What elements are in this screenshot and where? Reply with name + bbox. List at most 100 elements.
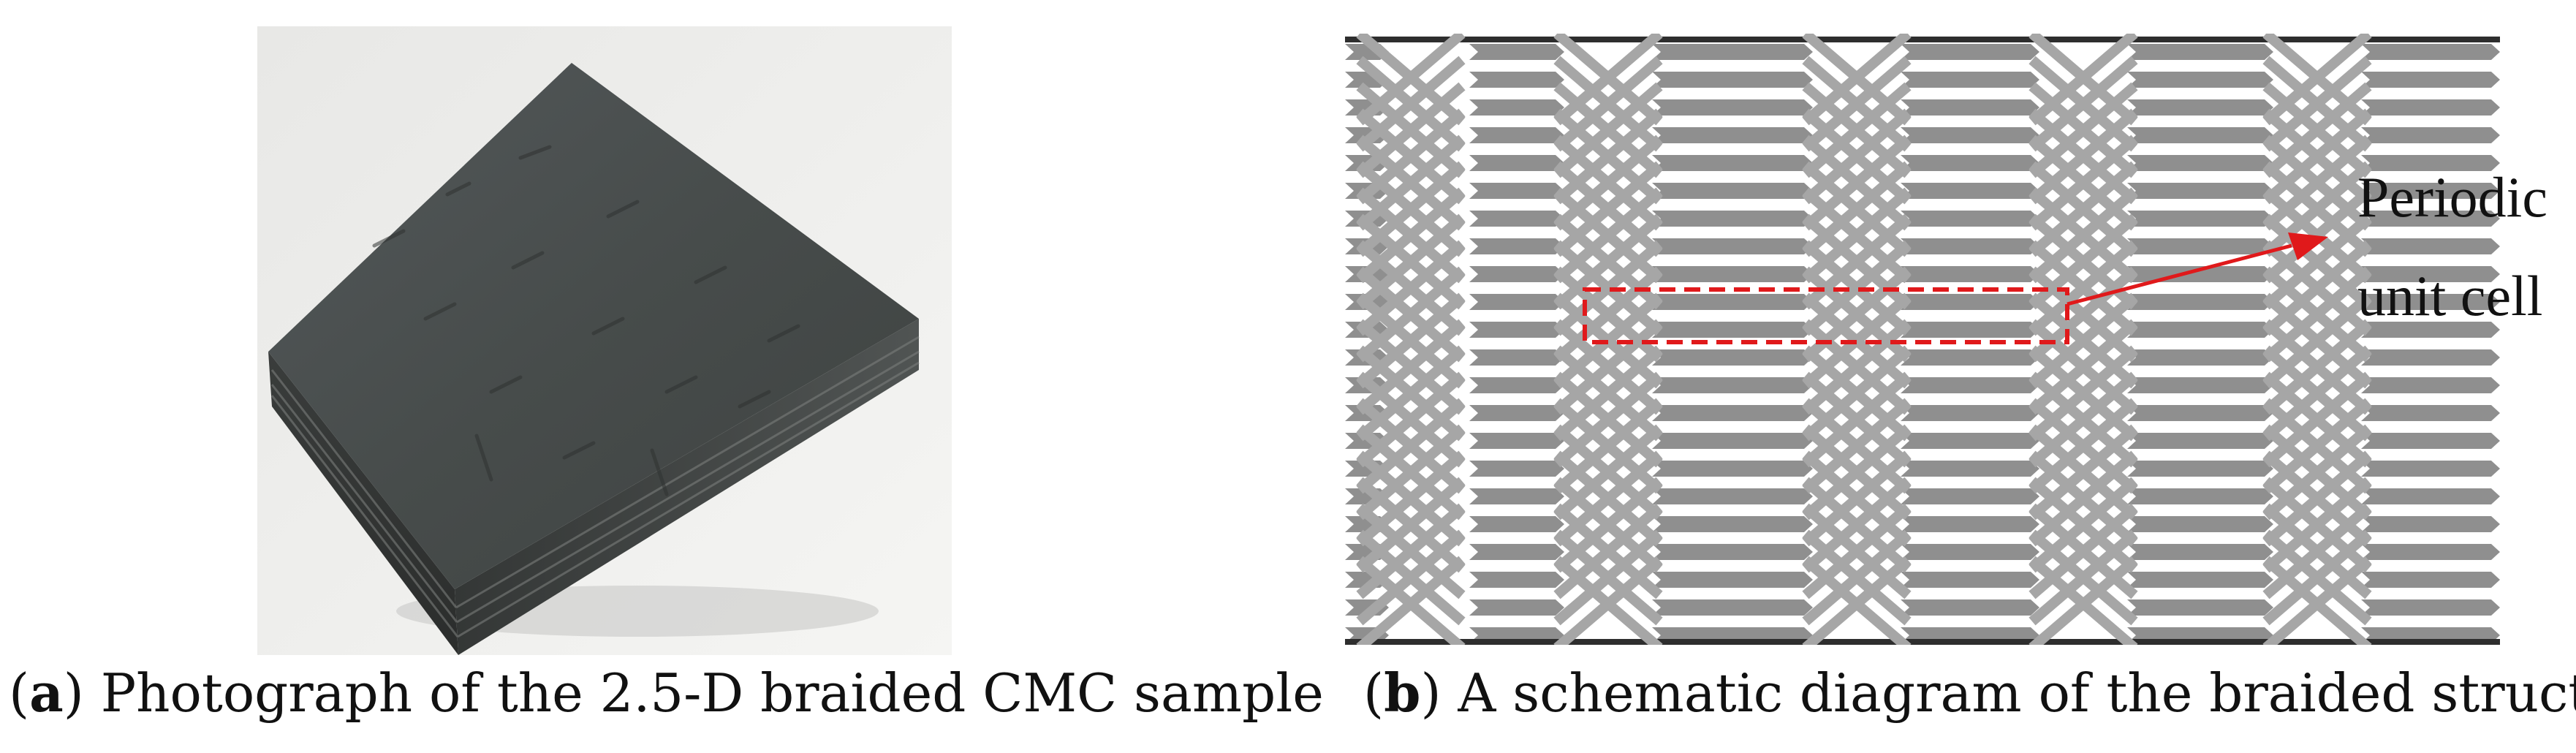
warp-yarn xyxy=(2262,529,2372,626)
weft-segment xyxy=(2127,516,2273,532)
braid-diagram xyxy=(1345,34,2500,645)
panel-a: (a) Photograph of the 2.5-D braided CMC … xyxy=(0,0,1324,753)
annotation-unit-cell: unit cell xyxy=(2357,264,2543,328)
weft-segment xyxy=(2361,294,2500,310)
caption-a-letter: a xyxy=(29,662,64,724)
warp-yarn xyxy=(1553,529,1663,626)
weft-segment xyxy=(2361,377,2500,393)
weft-segment xyxy=(2361,155,2500,171)
weft-segment xyxy=(1901,211,2039,227)
weft-segment xyxy=(1652,433,1813,449)
weft-segment xyxy=(2127,294,2273,310)
weft-segment xyxy=(1469,211,1564,227)
weft-segment xyxy=(2361,322,2500,338)
weft-segment xyxy=(1901,44,2039,60)
weft-segment xyxy=(1652,516,1813,532)
periodic-unit-cell-box xyxy=(1583,287,2069,344)
weft-segment xyxy=(1652,294,1813,310)
weft-segment xyxy=(2361,433,2500,449)
weft-segment xyxy=(1901,238,2039,254)
weft-segment xyxy=(1469,44,1564,60)
weft-segment xyxy=(1652,572,1813,588)
warp-yarn xyxy=(1356,529,1466,626)
weft-segment xyxy=(1469,349,1564,366)
warp-yarn xyxy=(2028,556,2138,645)
weft-segment xyxy=(1469,461,1564,477)
weft-segment xyxy=(1469,127,1564,143)
weft-segment xyxy=(2361,405,2500,421)
weft-segment xyxy=(2361,127,2500,143)
weft-segment xyxy=(1652,127,1813,143)
weft-segment xyxy=(2361,349,2500,366)
weft-segment xyxy=(1652,155,1813,171)
weft-segment xyxy=(2361,211,2500,227)
weft-segment xyxy=(2127,377,2273,393)
panel-b: Periodic unit cell (b) A schematic diagr… xyxy=(1287,0,2576,753)
weft-segment xyxy=(2361,488,2500,504)
weft-segment xyxy=(2361,238,2500,254)
weft-segment xyxy=(1469,433,1564,449)
weft-segment xyxy=(2127,127,2273,143)
caption-a-text: Photograph of the 2.5-D braided CMC samp… xyxy=(100,662,1324,724)
weft-segment xyxy=(2127,155,2273,171)
weft-segment xyxy=(1469,183,1564,199)
weft-segment xyxy=(2361,72,2500,88)
caption-b-letter: b xyxy=(1384,662,1421,724)
weft-segment xyxy=(2127,488,2273,504)
weft-segment xyxy=(1652,377,1813,393)
weft-segment xyxy=(1652,183,1813,199)
edge-yarn xyxy=(1345,37,2500,42)
weft-segment xyxy=(1469,72,1564,88)
weft-segment xyxy=(1901,72,2039,88)
weft-segment xyxy=(1469,516,1564,532)
weft-segment xyxy=(2361,572,2500,588)
weft-segment xyxy=(1901,572,2039,588)
weft-segment xyxy=(1652,99,1813,116)
weft-segment xyxy=(1901,544,2039,560)
weft-segment xyxy=(2361,516,2500,532)
weft-segment xyxy=(1469,155,1564,171)
weft-segment xyxy=(1652,211,1813,227)
weft-segment xyxy=(1901,266,2039,282)
weft-segment xyxy=(2127,544,2273,560)
weft-segment xyxy=(1469,544,1564,560)
weft-segment xyxy=(2127,572,2273,588)
weft-segment xyxy=(1469,322,1564,338)
weft-segment xyxy=(2127,322,2273,338)
weft-segment xyxy=(2127,349,2273,366)
caption-b-text: A schematic diagram of the braided struc… xyxy=(1458,662,2576,724)
weft-segment xyxy=(1469,238,1564,254)
weft-segment xyxy=(1901,461,2039,477)
annotation-periodic: Periodic xyxy=(2357,165,2547,229)
weft-segment xyxy=(2127,183,2273,199)
warp-yarn xyxy=(1356,556,1466,645)
caption-b: (b) A schematic diagram of the braided s… xyxy=(1363,662,2576,724)
weft-segment xyxy=(2127,433,2273,449)
weft-segment xyxy=(2361,266,2500,282)
weft-segment xyxy=(1652,322,1813,338)
weft-segment xyxy=(1652,72,1813,88)
sample-photograph xyxy=(257,26,952,655)
weft-segment xyxy=(1652,488,1813,504)
weft-segment xyxy=(2361,44,2500,60)
weft-segment xyxy=(2127,405,2273,421)
weft-segment xyxy=(1901,294,2039,310)
weft-segment xyxy=(1901,183,2039,199)
weft-segment xyxy=(1469,99,1564,116)
weft-segment xyxy=(1652,599,1813,616)
weft-segment xyxy=(1901,127,2039,143)
weft-segment xyxy=(2127,99,2273,116)
weft-segment xyxy=(1901,433,2039,449)
weft-segment xyxy=(2361,544,2500,560)
weft-segment xyxy=(1469,572,1564,588)
weft-segment xyxy=(1652,238,1813,254)
weft-segment xyxy=(1469,377,1564,393)
weft-segment xyxy=(1652,266,1813,282)
warp-yarns xyxy=(1356,34,2372,645)
weft-segment xyxy=(2127,461,2273,477)
weft-segment xyxy=(1901,488,2039,504)
weft-segment xyxy=(1901,377,2039,393)
weft-segment xyxy=(1652,544,1813,560)
warp-yarn xyxy=(1553,556,1663,645)
weft-segment xyxy=(1469,266,1564,282)
